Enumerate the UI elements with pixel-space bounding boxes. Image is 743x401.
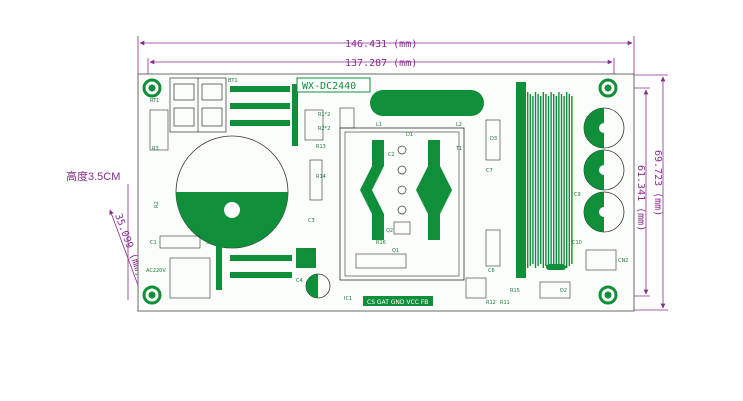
- ic-capacitor-fill: [306, 274, 318, 298]
- label-l2: L2: [456, 122, 462, 128]
- board-model-label: WX-DC2440: [302, 81, 356, 92]
- label-q2: Q2: [386, 228, 393, 234]
- heatsink-fin: [540, 96, 542, 264]
- pad-block: [296, 248, 316, 268]
- heatsink-fin: [555, 96, 557, 264]
- heatsink-fin: [563, 96, 565, 264]
- misc-components: [149, 107, 617, 299]
- label-cn2: CN2: [618, 258, 628, 264]
- label-c2: C2: [388, 152, 395, 158]
- label-s1: S1: [206, 240, 212, 246]
- output-capacitors: [583, 107, 625, 233]
- label-r11: R11: [500, 300, 510, 306]
- label-c9: C9: [574, 192, 581, 198]
- heatsink-fins: [527, 92, 573, 268]
- heatsink-fin: [550, 92, 552, 268]
- label-r14: R14: [316, 174, 326, 180]
- label-r3: R3: [152, 146, 159, 152]
- heatsink-fin: [545, 94, 547, 266]
- label-d1: D1: [406, 132, 413, 138]
- pcb-board: WX-DC2440: [137, 73, 635, 312]
- label-c1: C1: [150, 240, 157, 246]
- dim-height-inner: 61.341 (mm): [635, 165, 646, 231]
- heatsink-fin: [527, 92, 529, 268]
- heatsink-fin: [558, 92, 560, 268]
- label-t1: T1: [455, 146, 462, 152]
- label-r13: R13: [316, 144, 326, 150]
- heatsink-fin: [532, 96, 534, 264]
- heatsink: [516, 82, 526, 278]
- label-r12: R12: [486, 300, 496, 306]
- label-r2x2: R2*2: [318, 126, 330, 132]
- ic1-label: IC1: [344, 296, 352, 302]
- heatsink-fin: [537, 94, 539, 266]
- traces-left: [216, 84, 298, 290]
- label-l1: L1: [376, 122, 382, 128]
- dim-height-outer: 69.723 (mm): [652, 150, 663, 216]
- dim-width-outer: 146.431 (mm): [345, 39, 417, 50]
- heatsink-fin: [571, 96, 573, 264]
- label-c5: C5: [308, 248, 315, 254]
- label-q1: Q1: [392, 248, 399, 254]
- input-terminal: [169, 77, 227, 133]
- label-c4: C4: [296, 278, 303, 284]
- dimension-lines: [109, 36, 668, 311]
- label-r2: R2: [154, 201, 160, 208]
- heatsink-fin: [568, 94, 570, 266]
- heatsink-fin: [534, 92, 537, 268]
- transformer: [339, 127, 465, 281]
- mounting-holes: [142, 78, 618, 305]
- ac-label: AC220V: [146, 268, 166, 274]
- heatsink-fin: [560, 94, 563, 266]
- heatsink-fin: [566, 92, 568, 268]
- output-inductor: [370, 90, 484, 116]
- label-r16: R16: [376, 240, 386, 246]
- heatsink-fin: [542, 92, 544, 268]
- height-note: 高度3.5CM: [66, 169, 120, 183]
- heatsink-fin: [547, 96, 550, 264]
- label-d3: D3: [490, 136, 497, 142]
- label-c6: C6: [488, 268, 495, 274]
- label-r1x2: R1*2: [318, 112, 330, 118]
- label-c10: C10: [572, 240, 582, 246]
- label-rt1: RT1: [150, 98, 159, 104]
- dim-width-inner: 137.287 (mm): [345, 58, 417, 69]
- label-r15: R15: [510, 288, 520, 294]
- connector-strip: [363, 296, 433, 306]
- connector-label: CS GAT GND VCC FB: [367, 299, 428, 306]
- label-c3: C3: [308, 218, 315, 224]
- heatsink-fin: [553, 94, 555, 266]
- label-d2: D2: [560, 288, 567, 294]
- label-bt1: BT1: [228, 78, 238, 84]
- label-c7: C7: [486, 168, 493, 174]
- resistor-pad: [546, 264, 566, 270]
- main-capacitor: [175, 135, 289, 249]
- label-c8: C8: [586, 116, 593, 122]
- heatsink-fin: [529, 94, 531, 266]
